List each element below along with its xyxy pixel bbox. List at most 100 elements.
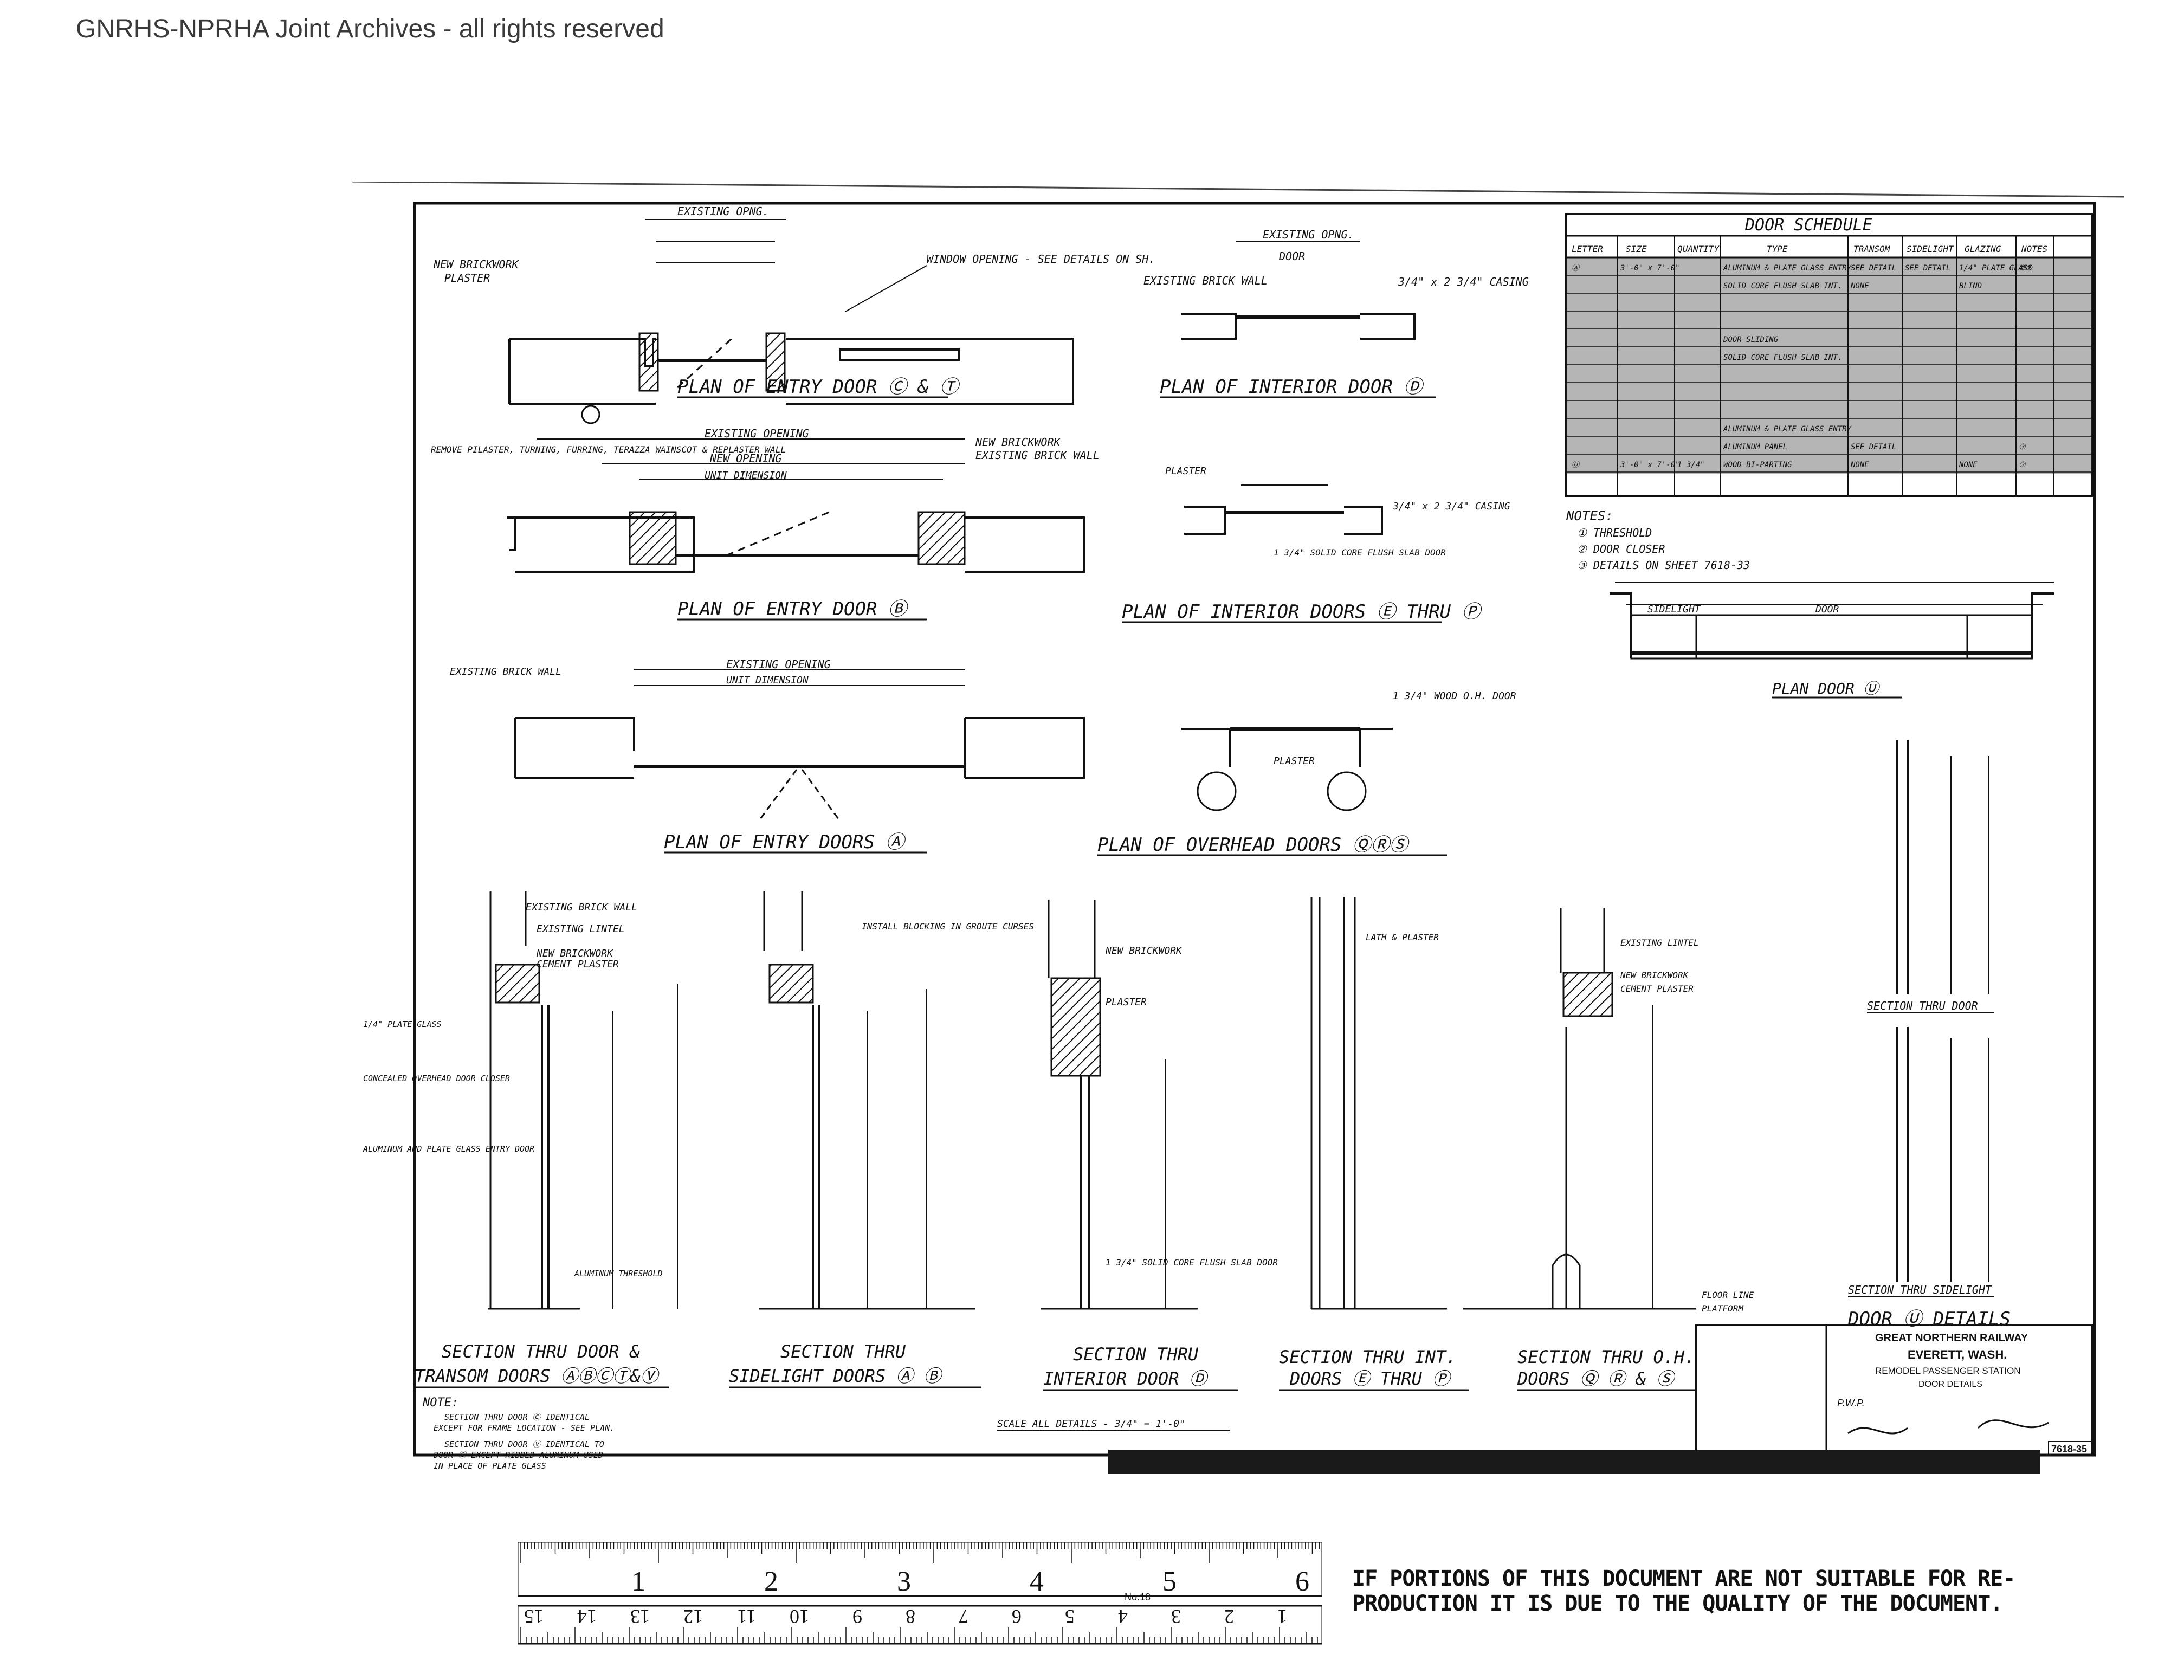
schedule-cell: DOOR SLIDING	[1723, 335, 1779, 344]
new-brickwork-label: NEW BRICKWORK	[433, 258, 519, 271]
door-u-sections: SECTION THRU DOOR SECTION THRU SIDELIGHT…	[1847, 740, 2011, 1330]
new-brickwork-label-b: NEW BRICKWORK	[975, 436, 1061, 449]
ruler-number-top: 2	[764, 1566, 778, 1597]
schedule-cell: NONE	[1850, 461, 1869, 469]
schedule-cell: Ⓐ	[1572, 264, 1580, 273]
schedule-cell: ALUMINUM & PLATE GLASS ENTRY	[1723, 264, 1852, 273]
section-int-doors-title-2: DOORS Ⓔ THRU Ⓟ	[1289, 1368, 1452, 1389]
title-sheet-title: DOOR DETAILS	[1918, 1380, 1982, 1389]
plaster-label-s3: PLASTER	[1106, 997, 1147, 1008]
plaster-label: PLASTER	[444, 272, 490, 285]
ruler-number-bottom: 8	[906, 1606, 915, 1627]
schedule-cell: NONE	[1959, 461, 1978, 469]
ruler-number-bottom: 12	[683, 1606, 703, 1627]
note-item-1: ① THRESHOLD	[1577, 526, 1652, 539]
door-u-details-title: DOOR Ⓤ DETAILS	[1847, 1308, 2011, 1330]
section-door-transom-title-2: TRANSOM DOORS ⒶⒷⒸⓉ&Ⓥ	[415, 1366, 661, 1386]
plaster-label-e: PLASTER	[1165, 466, 1206, 477]
schedule-cell: Ⓤ	[1572, 461, 1580, 469]
section-oh-title-2: DOORS Ⓠ Ⓡ & Ⓢ	[1517, 1368, 1677, 1389]
slab-door-label-s3: 1 3/4" SOLID CORE FLUSH SLAB DOOR	[1106, 1257, 1278, 1268]
concealed-closer-label: CONCEALED OVERHEAD DOOR CLOSER	[363, 1074, 510, 1083]
existing-brick-wall-label-s1: EXISTING BRICK WALL	[526, 902, 637, 913]
title-location: EVERETT, WASH.	[1908, 1348, 2007, 1361]
section-interior-title-1: SECTION THRU	[1073, 1344, 1199, 1365]
ruler-number-top: 4	[1030, 1566, 1044, 1597]
bottom-note-title: NOTE:	[422, 1396, 458, 1410]
ruler-number-bottom: 10	[790, 1606, 809, 1627]
existing-opng-label-2: EXISTING OPNG.	[1263, 228, 1354, 241]
platform-label: PLATFORM	[1702, 1303, 1744, 1314]
plan-entry-door-b: EXISTING OPENING NEW OPENING UNIT DIMENS…	[431, 427, 1100, 621]
ruler-number-top: 6	[1295, 1566, 1309, 1597]
schedule-cell: 3'-0" x 7'-0"	[1620, 461, 1680, 469]
bottom-note-1: SECTION THRU DOOR Ⓒ IDENTICAL	[444, 1412, 590, 1422]
quality-warning-line-2: PRODUCTION IT IS DUE TO THE QUALITY OF T…	[1352, 1591, 2003, 1616]
title-block: GREAT NORTHERN RAILWAY EVERETT, WASH. RE…	[1695, 1324, 2093, 1456]
ruler-number-bottom: 5	[1065, 1606, 1075, 1627]
title-company: GREAT NORTHERN RAILWAY	[1875, 1332, 2028, 1344]
schedule-cell: SEE DETAIL	[1851, 264, 1896, 273]
section-oh-title-1: SECTION THRU O.H.	[1517, 1347, 1695, 1367]
existing-brick-wall-label-b: EXISTING BRICK WALL	[975, 449, 1100, 462]
plan-interior-doors-e-p-title: PLAN OF INTERIOR DOORS Ⓔ THRU Ⓟ	[1122, 601, 1483, 623]
section-interior-door: NEW BRICKWORK PLASTER 1 3/4" SOLID CORE …	[1041, 900, 1278, 1391]
schedule-rows: Ⓐ 3'-0" x 7'-0" ALUMINUM & PLATE GLASS ENT…	[1566, 264, 2092, 473]
schedule-cell: ALUMINUM & PLATE GLASS ENTRY	[1723, 425, 1852, 434]
casing-label-e: 3/4" x 2 3/4" CASING	[1392, 501, 1510, 512]
schedule-header-type: TYPE	[1767, 244, 1788, 254]
archive-notice: GNRHS-NPRHA Joint Archives - all rights …	[76, 15, 664, 43]
drawing-sheet: EXISTING OPNG. NEW BRICKWORK PLASTER WIN…	[352, 182, 2124, 1477]
section-thru-door-label: SECTION THRU DOOR	[1867, 999, 1978, 1012]
bottom-note-3: SECTION THRU DOOR Ⓥ IDENTICAL TO	[444, 1439, 604, 1449]
ruler-number-bottom: 6	[1012, 1606, 1022, 1627]
schedule-cell: 1/4" PLATE GLASS	[1959, 264, 2032, 273]
schedule-header-glazing: GLAZING	[1965, 244, 2001, 254]
ruler-number-top: 3	[897, 1566, 911, 1597]
schedule-cell: ③	[2019, 461, 2026, 469]
existing-brick-wall-label: EXISTING BRICK WALL	[1143, 274, 1268, 287]
schedule-cell: 3'-0" x 7'-0"	[1620, 264, 1680, 273]
ruler-ticks	[520, 1542, 1320, 1644]
remove-plaster-label: REMOVE PILASTER, TURNING, FURRING, TERAZ…	[431, 444, 786, 455]
slab-door-label: 1 3/4" SOLID CORE FLUSH SLAB DOOR	[1274, 547, 1446, 558]
note-item-3: ③ DETAILS ON SHEET 7618-33	[1577, 559, 1750, 572]
door-label: DOOR	[1278, 250, 1305, 263]
plan-entry-door-c-t: EXISTING OPNG. NEW BRICKWORK PLASTER WIN…	[433, 205, 1155, 424]
floor-line-label: FLOOR LINE	[1702, 1290, 1754, 1300]
new-brickwork-label-s5: NEW BRICKWORK	[1620, 970, 1689, 980]
schedule-cell: BLIND	[1959, 282, 1982, 290]
lath-plaster-label: LATH & PLASTER	[1366, 932, 1439, 942]
new-brickwork-label-s1: NEW BRICKWORK	[536, 948, 613, 959]
section-door-transom-title-1: SECTION THRU DOOR &	[442, 1341, 640, 1362]
aluminum-threshold-label: ALUMINUM THRESHOLD	[574, 1269, 663, 1278]
schedule-cell: ALUMINUM PANEL	[1723, 443, 1787, 451]
plan-interior-doors-e-p: PLASTER 3/4" x 2 3/4" CASING 1 3/4" SOLI…	[1122, 466, 1510, 623]
scan-artifact	[1108, 1450, 2040, 1474]
ruler-number-bottom: 14	[577, 1606, 597, 1627]
cement-plaster-label-s5: CEMENT PLASTER	[1620, 984, 1694, 994]
section-sidelight: INSTALL BLOCKING IN GROUTE CURSES SECTIO…	[729, 891, 1034, 1388]
section-interior-title-2: INTERIOR DOOR Ⓓ	[1043, 1368, 1210, 1389]
plan-entry-door-c-t-title: PLAN OF ENTRY DOOR Ⓒ & Ⓣ	[677, 376, 961, 398]
note-item-2: ② DOOR CLOSER	[1577, 542, 1665, 555]
plaster-label-oh: PLASTER	[1274, 755, 1315, 767]
ruler-number-bottom: 3	[1171, 1606, 1181, 1627]
existing-opening-label: EXISTING OPENING	[705, 427, 809, 440]
ruler-number-top: 1	[631, 1566, 645, 1597]
door-label-u: DOOR	[1815, 604, 1839, 615]
casing-label: 3/4" x 2 3/4" CASING	[1398, 275, 1529, 288]
scale-note: SCALE ALL DETAILS - 3/4" = 1'-0"	[997, 1418, 1185, 1430]
bottom-note: NOTE: SECTION THRU DOOR Ⓒ IDENTICAL EXCE…	[422, 1396, 1230, 1471]
unit-dimension-label: UNIT DIMENSION	[705, 470, 787, 481]
section-thru-sidelight-label: SECTION THRU SIDELIGHT	[1848, 1283, 1993, 1296]
schedule-cell: SEE DETAIL	[1851, 443, 1896, 451]
plan-entry-door-b-title: PLAN OF ENTRY DOOR Ⓑ	[677, 598, 909, 620]
ruler-number-bottom: 7	[959, 1606, 968, 1627]
ruler-number-bottom: 9	[852, 1606, 862, 1627]
plate-glass-label: 1/4" PLATE GLASS	[363, 1019, 442, 1029]
bottom-note-2: EXCEPT FOR FRAME LOCATION - SEE PLAN.	[434, 1423, 615, 1433]
schedule-cell: ①②	[2019, 264, 2033, 273]
